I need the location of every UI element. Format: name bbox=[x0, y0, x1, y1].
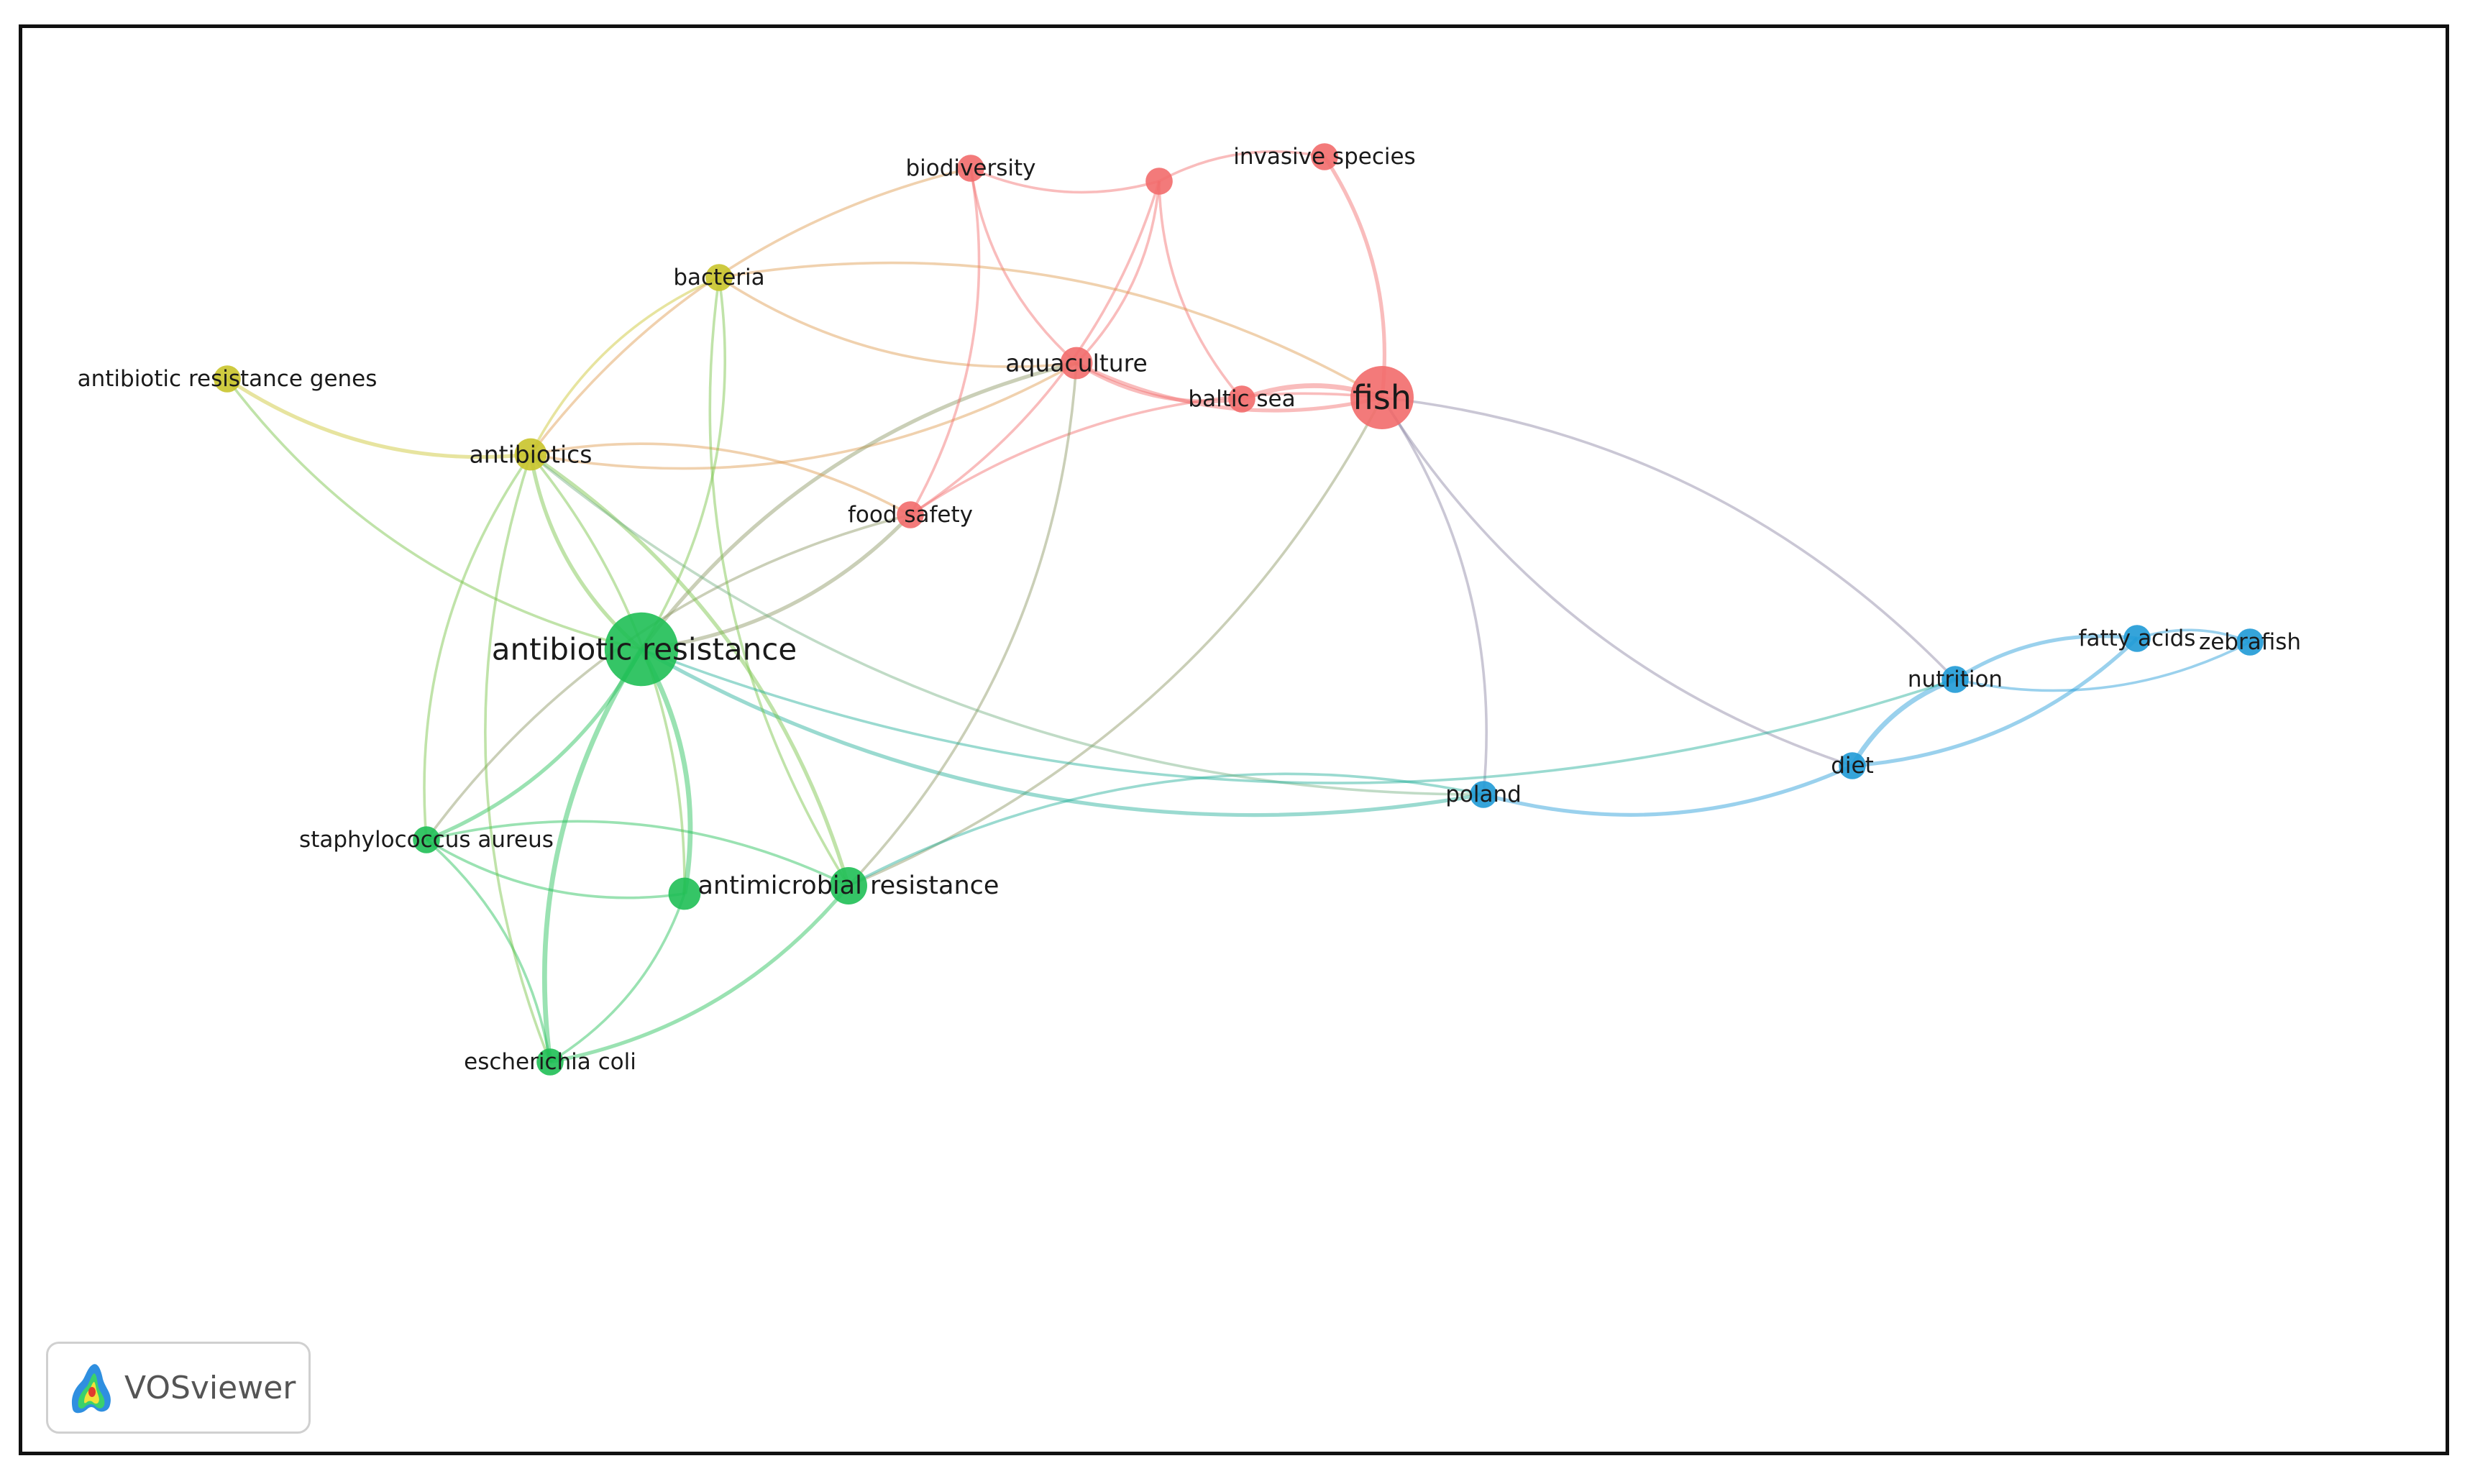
link-food-safety-staphylococcus-aureus bbox=[425, 513, 911, 841]
link-aquaculture-biodiversity bbox=[969, 168, 1078, 365]
node-diet[interactable] bbox=[1839, 752, 1866, 779]
vosviewer-badge: VOSviewer bbox=[46, 1342, 311, 1434]
node-label-fatty-acids[interactable]: fatty acids bbox=[2079, 626, 2196, 651]
link-poland-diet bbox=[1483, 764, 1854, 817]
vosviewer-logo-icon bbox=[71, 1364, 111, 1414]
nodes-layer bbox=[214, 143, 2264, 1076]
node-label-baltic-sea[interactable]: baltic sea bbox=[1188, 386, 1295, 412]
node-label-antibiotic-resistance[interactable]: antibiotic resistance bbox=[492, 632, 797, 667]
node-label-aquaculture[interactable]: aquaculture bbox=[1005, 349, 1148, 377]
node-nutrition[interactable] bbox=[1941, 666, 1969, 693]
link-unlabeled-red-food-safety bbox=[910, 180, 1161, 516]
map-frame bbox=[19, 24, 2449, 1455]
links-layer bbox=[226, 150, 2251, 1064]
link-staphylococcus-aureus-antibiotics bbox=[423, 453, 532, 841]
node-antibiotics[interactable] bbox=[514, 438, 547, 471]
link-antibiotic-resistance-poland bbox=[640, 647, 1484, 817]
node-label-staphylococcus-aureus[interactable]: staphylococcus aureus bbox=[299, 827, 554, 853]
link-nutrition-fatty-acids bbox=[1954, 634, 2138, 682]
link-antimicrobial-resistance-staphylococcus-aureus bbox=[426, 820, 849, 887]
node-food-safety[interactable] bbox=[897, 501, 924, 528]
link-biodiversity-unlabeled-red bbox=[970, 167, 1160, 194]
link-fish-poland bbox=[1381, 396, 1488, 795]
node-poland[interactable] bbox=[1470, 781, 1497, 808]
node-fatty-acids[interactable] bbox=[2123, 625, 2151, 652]
node-label-biodiversity[interactable]: biodiversity bbox=[906, 155, 1036, 181]
link-bacteria-fish bbox=[718, 261, 1383, 399]
node-label-poland[interactable]: poland bbox=[1445, 782, 1522, 807]
node-label-diet[interactable]: diet bbox=[1831, 753, 1874, 779]
node-label-antimicrobial-resistance[interactable]: antimicrobial resistance bbox=[698, 871, 1000, 900]
link-food-safety-antibiotics bbox=[530, 442, 911, 516]
node-label-zebrafish[interactable]: zebrafish bbox=[2199, 629, 2301, 655]
link-antimicrobial-resistance-antibiotics bbox=[529, 452, 851, 887]
node-antimicrobial-resistance[interactable] bbox=[830, 867, 867, 904]
node-staphylococcus-aureus[interactable] bbox=[413, 826, 440, 853]
node-label-fish[interactable]: fish bbox=[1353, 378, 1412, 417]
link-antibiotic-resistance-antibiotic-resistance-genes bbox=[226, 377, 642, 651]
link-aquaculture-bacteria bbox=[718, 276, 1077, 368]
node-antibiotic-resistance-genes[interactable] bbox=[214, 365, 241, 393]
labels-layer: fish aquaculture baltic sea biodiversity inv… bbox=[78, 144, 2301, 1075]
link-biodiversity-antibiotics bbox=[529, 167, 971, 456]
link-staphylococcus-aureus-unlabeled-green bbox=[426, 838, 685, 899]
node-biodiversity[interactable] bbox=[957, 155, 984, 182]
link-unlabeled-red-baltic-sea bbox=[1158, 180, 1243, 400]
link-antimicrobial-resistance-escherichia-coli bbox=[549, 884, 851, 1064]
node-label-nutrition[interactable]: nutrition bbox=[1908, 667, 2003, 692]
link-aquaculture-unlabeled-red bbox=[1075, 180, 1161, 365]
node-unlabeled-green[interactable] bbox=[668, 877, 701, 910]
link-antimicrobial-resistance-poland bbox=[848, 772, 1484, 887]
node-invasive-species[interactable] bbox=[1311, 143, 1338, 170]
link-fish-invasive-species bbox=[1322, 155, 1387, 398]
link-diet-nutrition bbox=[1850, 677, 1957, 767]
link-food-safety-antibiotic-resistance bbox=[641, 513, 912, 651]
link-bacteria-antibiotics bbox=[529, 276, 720, 455]
node-label-antibiotics[interactable]: antibiotics bbox=[470, 441, 593, 469]
link-aquaculture-antibiotic-resistance bbox=[639, 361, 1077, 651]
link-aquaculture-antibiotics bbox=[530, 362, 1077, 470]
link-fish-food-safety bbox=[910, 392, 1383, 516]
link-antibiotic-resistance-bacteria bbox=[640, 277, 726, 650]
link-antibiotic-resistance-nutrition bbox=[641, 648, 1956, 784]
node-label-invasive-species[interactable]: invasive species bbox=[1233, 144, 1415, 170]
link-nutrition-zebrafish bbox=[1954, 641, 2251, 692]
link-aquaculture-baltic-sea bbox=[1075, 361, 1243, 403]
link-unlabeled-red-invasive-species bbox=[1158, 150, 1325, 183]
link-fatty-acids-zebrafish bbox=[2136, 628, 2251, 643]
link-bacteria-antimicrobial-resistance bbox=[708, 277, 850, 887]
node-label-bacteria[interactable]: bacteria bbox=[673, 265, 764, 290]
node-fish[interactable] bbox=[1350, 366, 1414, 429]
node-label-antibiotic-resistance-genes[interactable]: antibiotic resistance genes bbox=[78, 366, 378, 392]
node-unlabeled-red[interactable] bbox=[1145, 168, 1173, 195]
link-antibiotics-antibiotic-resistance-genes bbox=[226, 377, 531, 459]
node-antibiotic-resistance[interactable] bbox=[604, 612, 679, 687]
node-zebrafish[interactable] bbox=[2236, 628, 2264, 656]
node-aquaculture[interactable] bbox=[1060, 347, 1093, 380]
link-antibiotic-resistance-escherichia-coli bbox=[541, 648, 644, 1063]
link-fish-diet bbox=[1381, 397, 1853, 767]
vosviewer-brand-label: VOSviewer bbox=[124, 1369, 296, 1406]
link-escherichia-coli-antibiotics bbox=[484, 454, 552, 1063]
link-staphylococcus-aureus-escherichia-coli bbox=[425, 838, 552, 1063]
link-fish-nutrition bbox=[1381, 396, 1957, 681]
link-antibiotic-resistance-staphylococcus-aureus bbox=[426, 648, 644, 842]
node-label-escherichia-coli[interactable]: escherichia coli bbox=[464, 1049, 636, 1075]
node-bacteria[interactable] bbox=[705, 264, 733, 291]
link-diet-fatty-acids bbox=[1852, 637, 2139, 768]
link-biodiversity-food-safety bbox=[909, 168, 981, 516]
node-baltic-sea[interactable] bbox=[1228, 385, 1255, 413]
link-fish-aquaculture bbox=[1075, 361, 1383, 413]
link-escherichia-coli-unlabeled-green bbox=[549, 893, 686, 1063]
node-escherichia-coli[interactable] bbox=[536, 1048, 564, 1076]
link-antibiotics-poland bbox=[529, 453, 1484, 796]
link-antimicrobial-resistance-aquaculture bbox=[847, 362, 1078, 887]
link-fish-antimicrobial-resistance bbox=[848, 397, 1383, 887]
node-label-food-safety[interactable]: food safety bbox=[848, 502, 973, 528]
